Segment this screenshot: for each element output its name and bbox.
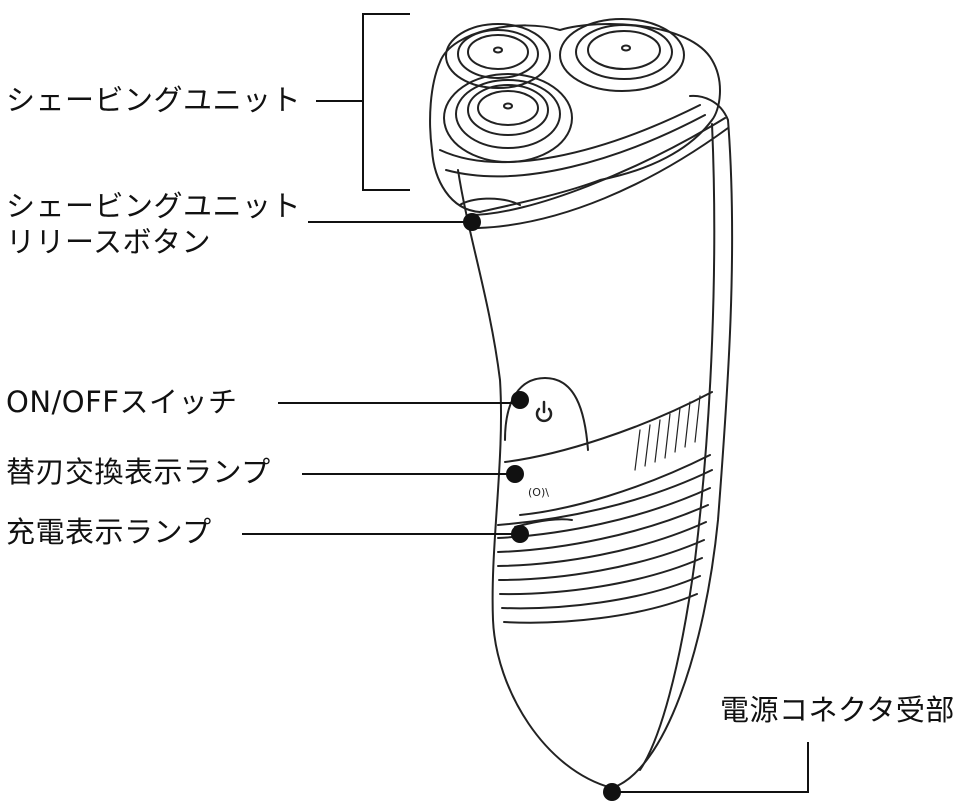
lamp-marking: (O)\ bbox=[528, 486, 549, 499]
power-icon bbox=[535, 400, 553, 423]
power-connector-leader bbox=[612, 742, 809, 793]
label-blade-lamp: 替刃交換表示ランプ bbox=[6, 455, 271, 489]
label-power-connector: 電源コネクタ受部 bbox=[720, 693, 955, 727]
release-button-dot bbox=[463, 213, 481, 231]
shaving-unit-bracket bbox=[362, 13, 410, 191]
label-release-button-line1: シェービングユニット bbox=[6, 189, 302, 223]
blade-lamp-dot bbox=[506, 465, 524, 483]
shaving-head-outline bbox=[429, 23, 721, 213]
on-off-dot bbox=[511, 391, 529, 409]
on-off-button-shape bbox=[504, 377, 589, 451]
label-charge-lamp: 充電表示ランプ bbox=[6, 515, 212, 549]
charge-lamp-dot bbox=[511, 525, 529, 543]
label-release-button-line2: リリースボタン bbox=[6, 225, 212, 259]
label-on-off-switch: ON/OFFスイッチ bbox=[6, 385, 238, 419]
power-connector-dot bbox=[603, 783, 621, 801]
label-shaving-unit: シェービングユニット bbox=[6, 83, 302, 117]
